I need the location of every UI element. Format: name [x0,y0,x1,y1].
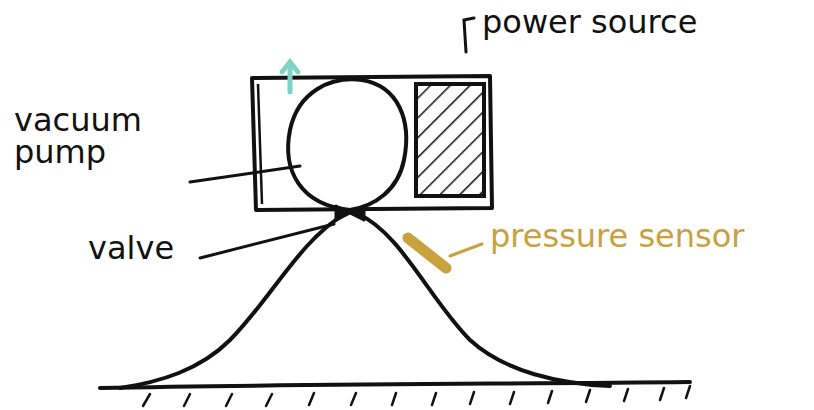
leader-line [190,166,300,182]
power-source-block [416,84,484,196]
leader-line [450,244,482,256]
leader-line [464,18,474,52]
exhaust-arrow [282,62,298,92]
part-label: valve [88,232,174,264]
part-label: power source [482,6,697,38]
valve-symbol [336,206,364,220]
part-label: vacuum pump [14,104,164,168]
pressure-sensor-mark [408,238,446,268]
leader-line [200,224,334,258]
housing-box [252,76,492,210]
housing-stroke [258,84,262,204]
ground-hatch [143,386,690,406]
vacuum-pump-circle [288,79,406,210]
part-label: pressure sensor [490,220,744,252]
